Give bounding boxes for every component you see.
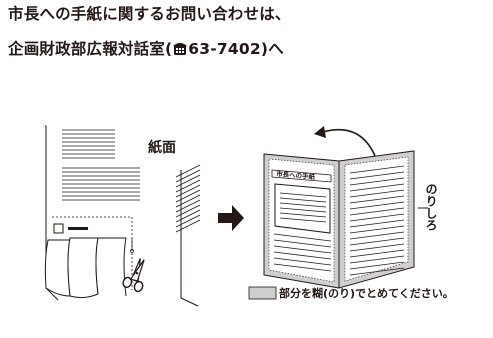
newspaper-page-figure: 紙面 xyxy=(44,125,201,307)
form-box-lines xyxy=(279,192,327,223)
fold-arrowhead xyxy=(314,126,326,138)
scissors-icon xyxy=(122,258,145,293)
telephone-icon xyxy=(173,43,187,55)
instruction-line-1: 市長への手紙に関するお問い合わせは、 xyxy=(8,2,291,24)
letter-title: 市長への手紙 xyxy=(276,169,316,181)
department-text: 企画財政部広報対話室( xyxy=(8,40,173,58)
cut-line xyxy=(52,216,133,290)
letter-curl-left xyxy=(44,239,71,297)
right-arrow-icon xyxy=(218,205,244,231)
front-panel-text-lines xyxy=(273,233,332,272)
letter-curl-right xyxy=(95,237,127,297)
glue-legend: 部分を糊(のり)でとめてください。 xyxy=(248,286,454,300)
folded-letter-figure: 市長への手紙 のりしろ xyxy=(263,126,438,289)
cut-and-fold-diagram: 紙面 xyxy=(44,125,454,307)
page-text-lines-side xyxy=(175,164,201,233)
page-text-lines-top xyxy=(62,129,140,201)
form-checkbox xyxy=(53,223,64,234)
department-suffix: )へ xyxy=(260,40,284,58)
glue-legend-text: 部分を糊(のり)でとめてください。 xyxy=(279,286,454,300)
letter-curl-middle xyxy=(67,237,99,299)
letter-title-box xyxy=(271,169,332,183)
inquiry-text: 市長への手紙に関するお問い合わせは、 xyxy=(8,5,291,23)
form-title-bar xyxy=(68,227,88,230)
right-panel-text-lines xyxy=(349,165,405,276)
paper-label: 紙面 xyxy=(148,139,176,156)
glue-margin-label: のりしろ xyxy=(424,183,438,231)
instruction-line-2: 企画財政部広報対話室( 63-7402)へ xyxy=(8,37,284,59)
glue-swatch xyxy=(248,286,277,300)
fold-arrow xyxy=(322,128,376,157)
phone-number-group: 63-7402 xyxy=(172,40,261,58)
phone-number: 63-7402 xyxy=(188,40,261,58)
